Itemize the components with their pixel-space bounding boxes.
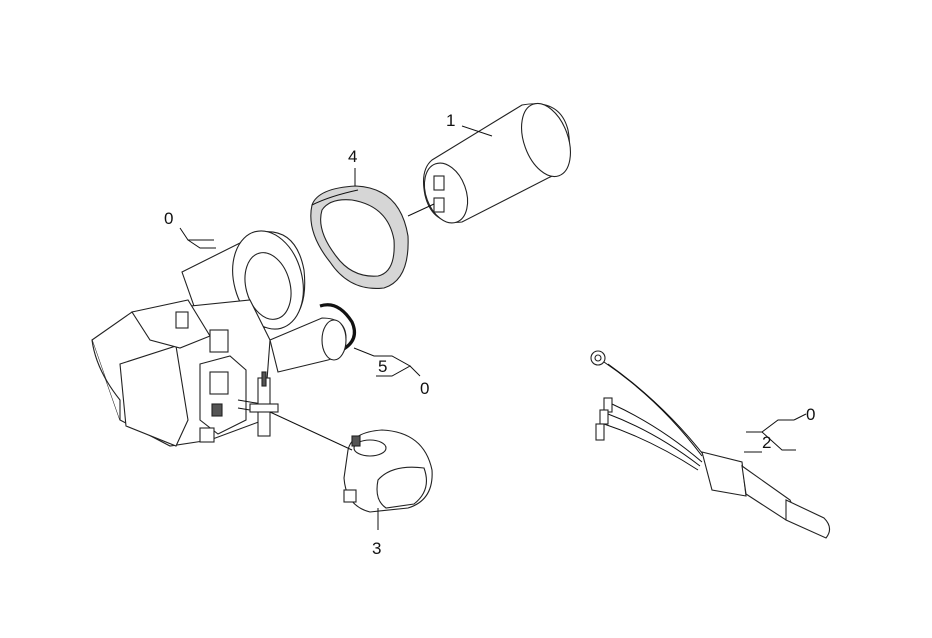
callout-2: 2 bbox=[762, 433, 771, 452]
callout-3: 3 bbox=[372, 539, 381, 558]
capacitor-part-1 bbox=[407, 102, 571, 224]
callout-leaders bbox=[179, 125, 807, 530]
ring-part-4 bbox=[310, 185, 409, 290]
knob-part-3 bbox=[269, 411, 433, 513]
callout-0-right: 0 bbox=[806, 405, 815, 424]
callout-5: 5 bbox=[378, 357, 387, 376]
callout-1: 1 bbox=[446, 111, 455, 130]
callout-0-middle: 0 bbox=[420, 379, 429, 398]
cable-harness-part-2 bbox=[590, 350, 831, 539]
motor-assembly bbox=[91, 230, 347, 447]
callout-4: 4 bbox=[348, 147, 357, 166]
callout-0-top: 0 bbox=[164, 209, 173, 228]
